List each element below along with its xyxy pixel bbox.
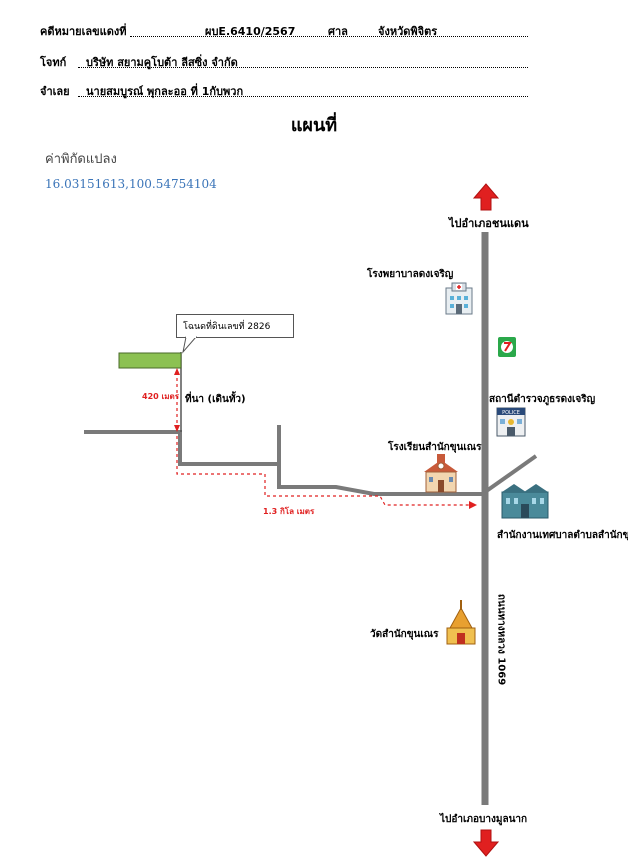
plaintiff-line [78, 67, 528, 68]
temple-label: วัดสำนักขุนเณร [370, 629, 439, 640]
land-parcel [118, 352, 182, 369]
north-destination-label: ไปอำเภอชนแดน [449, 217, 529, 230]
north-arrow-icon [472, 183, 500, 211]
police-station-label: สถานีตำรวจภูธรดงเจริญ [489, 394, 596, 405]
court-value: จังหวัดพิจิตร [378, 25, 438, 38]
school-label: โรงเรียนสำนักขุนเณร [388, 442, 482, 453]
distance-route-arrow [176, 436, 470, 506]
distance-1-3km-label: 1.3 กิโล เมตร [263, 507, 315, 516]
municipal-office-label: สำนักงานเทศบาลตำบลสำนักขุนเณร [497, 530, 628, 541]
plaintiff-label: โจทก์ [40, 56, 67, 69]
temple-icon [446, 600, 476, 645]
school-icon [424, 454, 458, 493]
case-number-value: ผบE.6410/2567 [205, 25, 296, 38]
local-road [84, 430, 485, 496]
municipal-office-icon [501, 484, 549, 519]
side-road [483, 454, 538, 494]
coordinates-value: 16.03151613,100.54754104 [45, 177, 217, 191]
defendant-line [78, 96, 528, 97]
land-deed-callout: โฉนดที่ดินเลขที่ 2826 [176, 314, 294, 338]
defendant-value: นายสมบูรณ์ พุกละออ ที่ 1กับพวก [86, 85, 244, 98]
south-destination-label: ไปอำเภอบางมูลนาก [440, 814, 528, 825]
court-label: ศาล [328, 25, 348, 38]
plaintiff-value: บริษัท สยามคูโบต้า ลีสซิ่ง จำกัด [86, 56, 238, 69]
coordinates-label: ค่าพิกัดแปลง [45, 152, 117, 167]
defendant-label: จำเลย [40, 85, 70, 98]
page-title: แผนที่ [290, 115, 338, 136]
hospital-label: โรงพยาบาลดงเจริญ [367, 269, 454, 280]
case-line [130, 36, 528, 37]
case-number-label: คดีหมายเลขแดงที่ [40, 25, 127, 38]
police-station-icon: POLICE [496, 407, 526, 437]
hospital-icon [445, 282, 473, 315]
south-arrow-icon [472, 829, 500, 857]
gas-station-icon [498, 337, 516, 357]
distance-420-label: 420 เมตร [142, 392, 179, 401]
svg-text:POLICE: POLICE [502, 410, 520, 416]
land-type-label: ที่นา (เดินทั้ว) [185, 394, 246, 405]
